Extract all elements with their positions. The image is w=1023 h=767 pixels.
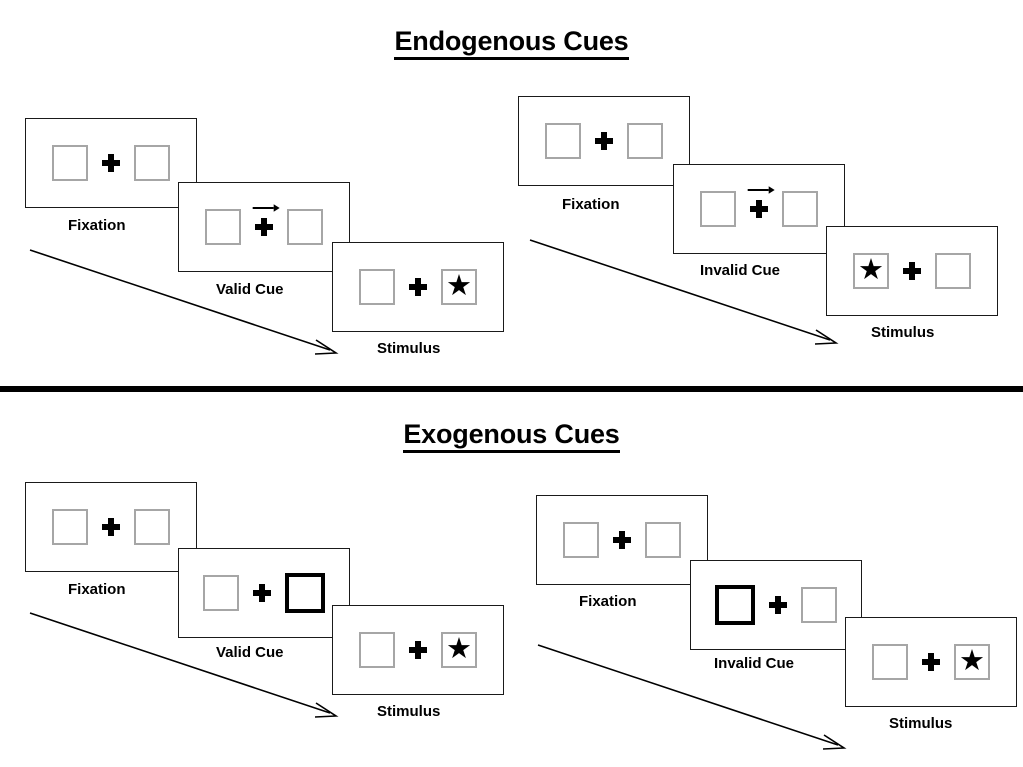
caption-endogenous-valid-stimulus: Stimulus <box>377 340 441 357</box>
caption-exogenous-invalid-cue: Invalid Cue <box>714 655 795 672</box>
box-left <box>700 191 736 227</box>
caption-endogenous-invalid-fixation: Fixation <box>562 196 620 213</box>
cue-arrow-right-icon <box>747 186 775 194</box>
panel-content <box>700 186 818 227</box>
panel-exogenous-invalid-cue <box>690 560 862 650</box>
star-icon: ★ <box>959 644 985 677</box>
panel-endogenous-invalid-fixation <box>518 96 690 186</box>
box-left <box>52 509 88 545</box>
box-left <box>359 632 395 668</box>
box-right: ★ <box>441 269 477 305</box>
caption-exogenous-valid-cue: Valid Cue <box>216 644 284 661</box>
time-arrow-exogenous-invalid <box>537 644 847 750</box>
panel-content <box>563 522 681 558</box>
box-right: ★ <box>954 644 990 680</box>
box-right <box>782 191 818 227</box>
panel-exogenous-valid-stimulus: ★ <box>332 605 504 695</box>
caption-endogenous-invalid-stimulus: Stimulus <box>871 324 935 341</box>
fixation-cross-icon <box>102 154 120 172</box>
fixation-cross-icon <box>409 641 427 659</box>
star-icon: ★ <box>446 632 472 665</box>
box-left <box>545 123 581 159</box>
section-title-endogenous: Endogenous Cues <box>0 26 1023 60</box>
fixation-cross-icon <box>903 262 921 280</box>
box-left <box>203 575 239 611</box>
panel-exogenous-invalid-stimulus: ★ <box>845 617 1017 707</box>
box-left-cued <box>715 585 755 625</box>
panel-endogenous-invalid-cue <box>673 164 845 254</box>
fixation-cross-icon <box>595 132 613 150</box>
panel-content <box>203 573 325 613</box>
star-icon: ★ <box>858 253 884 286</box>
panel-endogenous-invalid-stimulus: ★ <box>826 226 998 316</box>
panel-content <box>715 585 837 625</box>
fixation-cross-icon <box>769 596 787 614</box>
panel-content: ★ <box>359 269 477 305</box>
panel-content: ★ <box>359 632 477 668</box>
fixation-cross-icon <box>409 278 427 296</box>
box-left <box>563 522 599 558</box>
box-right <box>134 509 170 545</box>
fixation-cross-icon <box>747 186 775 218</box>
panel-content <box>545 123 663 159</box>
box-left <box>872 644 908 680</box>
star-icon: ★ <box>446 269 472 302</box>
panel-exogenous-valid-fixation <box>25 482 197 572</box>
fixation-cross-icon <box>253 584 271 602</box>
panel-content: ★ <box>872 644 990 680</box>
box-left <box>359 269 395 305</box>
section-title-exogenous: Exogenous Cues <box>0 419 1023 453</box>
panel-content <box>52 509 170 545</box>
cue-arrow-right-icon <box>252 204 280 212</box>
panel-endogenous-valid-cue <box>178 182 350 272</box>
fixation-cross-icon <box>102 518 120 536</box>
box-right: ★ <box>441 632 477 668</box>
caption-exogenous-valid-fixation: Fixation <box>68 581 126 598</box>
fixation-cross-icon <box>252 204 280 236</box>
panel-content: ★ <box>853 253 971 289</box>
section-title-exogenous-text: Exogenous Cues <box>403 419 620 453</box>
panel-endogenous-valid-fixation <box>25 118 197 208</box>
fixation-cross-icon <box>922 653 940 671</box>
box-left: ★ <box>853 253 889 289</box>
panel-endogenous-valid-stimulus: ★ <box>332 242 504 332</box>
box-right-cued <box>285 573 325 613</box>
caption-exogenous-invalid-stimulus: Stimulus <box>889 715 953 732</box>
box-right <box>935 253 971 289</box>
panel-exogenous-invalid-fixation <box>536 495 708 585</box>
panel-exogenous-valid-cue <box>178 548 350 638</box>
caption-exogenous-invalid-fixation: Fixation <box>579 593 637 610</box>
box-right <box>801 587 837 623</box>
box-right <box>645 522 681 558</box>
caption-endogenous-valid-fixation: Fixation <box>68 217 126 234</box>
section-divider <box>0 386 1023 392</box>
panel-content <box>52 145 170 181</box>
section-title-endogenous-text: Endogenous Cues <box>394 26 629 60</box>
box-right <box>287 209 323 245</box>
box-right <box>134 145 170 181</box>
fixation-cross-icon <box>613 531 631 549</box>
box-left <box>205 209 241 245</box>
caption-endogenous-valid-cue: Valid Cue <box>216 281 284 298</box>
box-right <box>627 123 663 159</box>
caption-exogenous-valid-stimulus: Stimulus <box>377 703 441 720</box>
caption-endogenous-invalid-cue: Invalid Cue <box>700 262 781 279</box>
panel-content <box>205 204 323 245</box>
box-left <box>52 145 88 181</box>
